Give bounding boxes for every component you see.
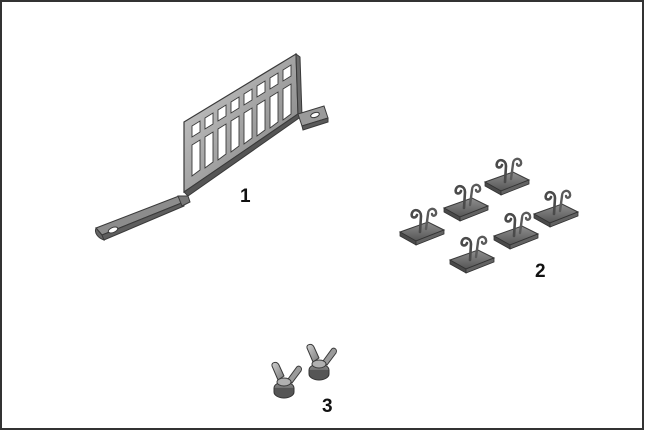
cable-tie-mount-icon — [483, 157, 531, 197]
cable-tie-mount-icon — [532, 189, 580, 229]
cable-tie-mount-group — [398, 157, 580, 275]
wing-nut-icon — [271, 361, 302, 399]
callout-part-3: 3 — [322, 396, 333, 417]
slotted-cable-bracket-icon — [95, 52, 329, 241]
wing-nut-group — [271, 343, 337, 399]
cable-tie-mount-icon — [398, 207, 446, 247]
cable-tie-mount-icon — [448, 235, 496, 275]
callout-part-2: 2 — [535, 261, 546, 282]
cable-tie-mount-icon — [442, 183, 490, 223]
wing-nut-icon — [306, 343, 337, 381]
callout-part-1: 1 — [240, 186, 251, 207]
parts-illustration — [95, 52, 580, 399]
cable-tie-mount-icon — [492, 211, 540, 251]
